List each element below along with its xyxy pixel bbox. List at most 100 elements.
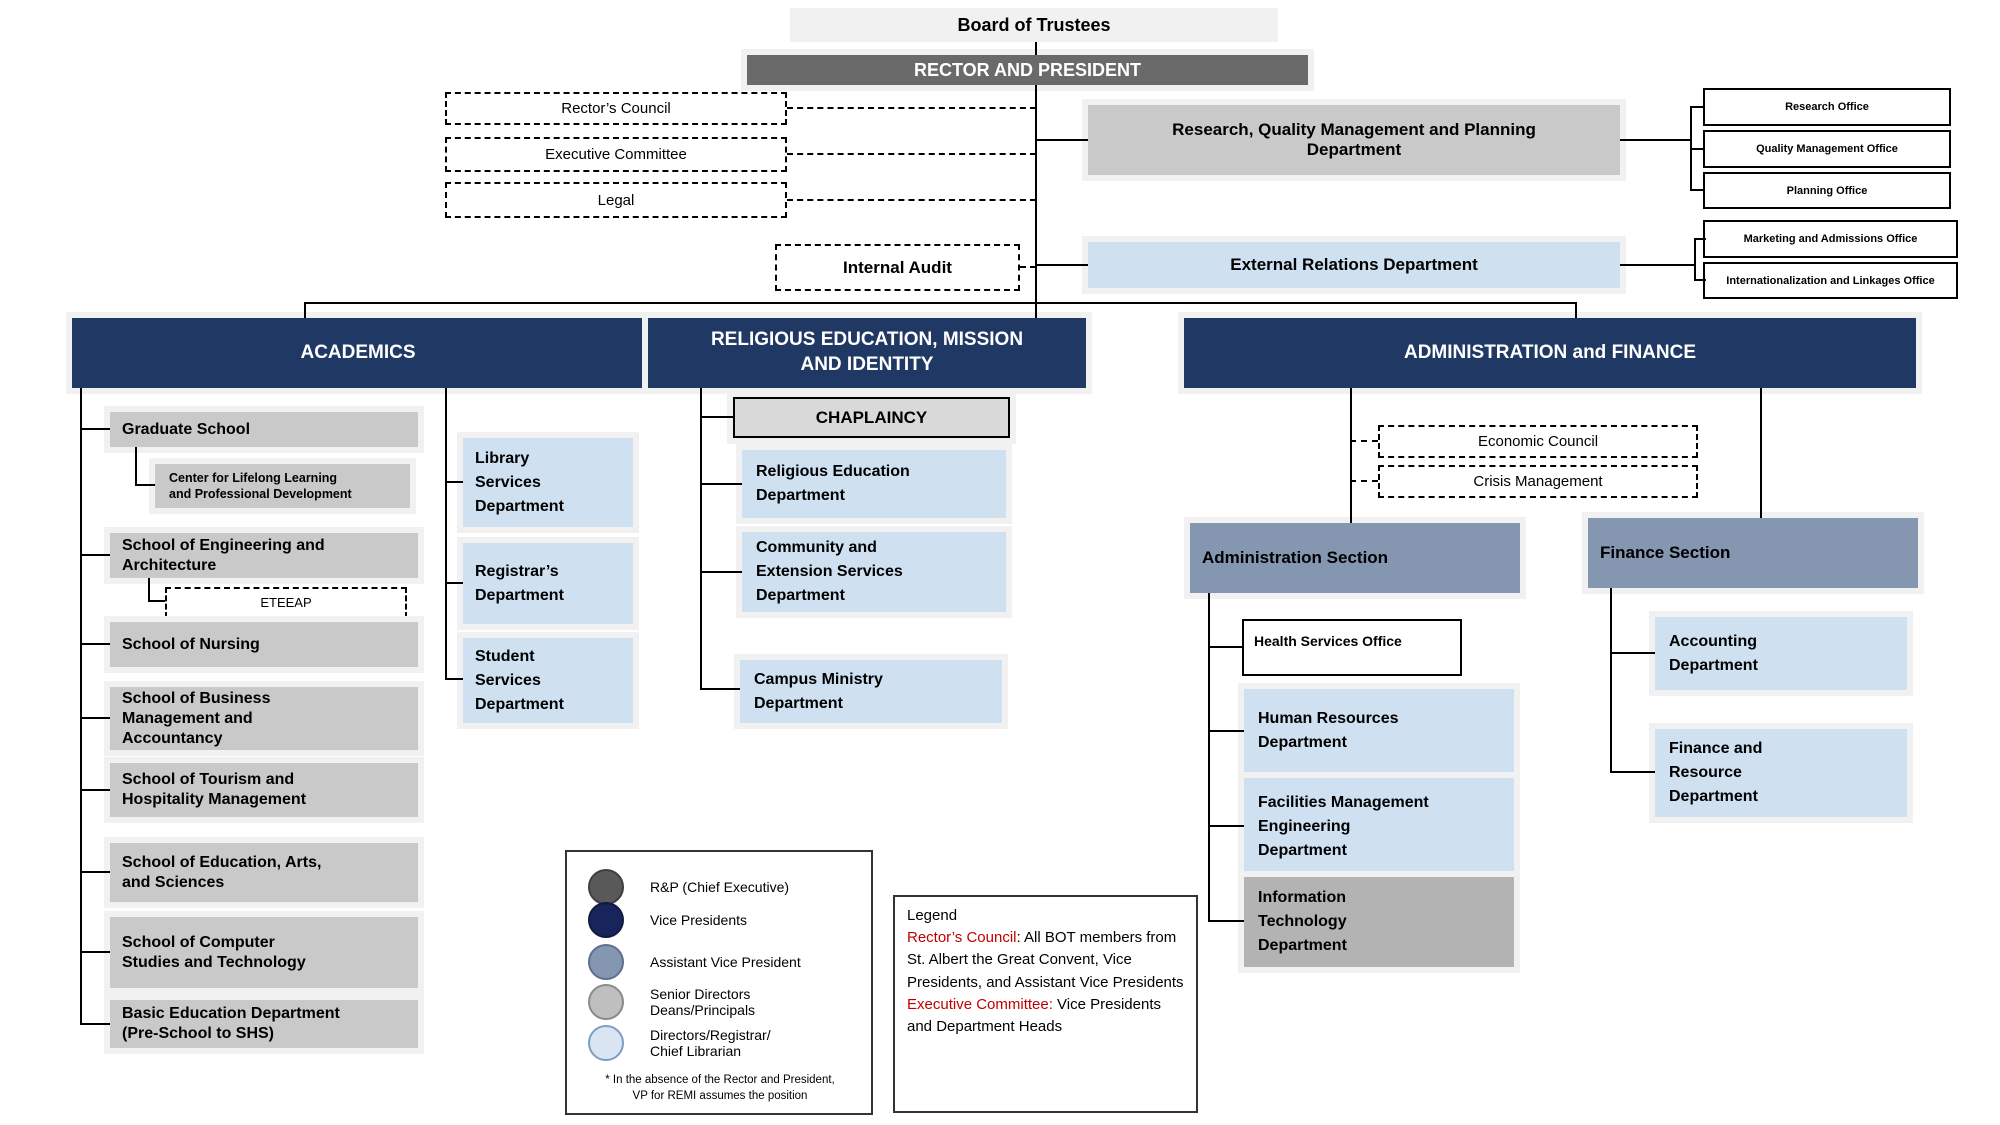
legend-role-row: Senior Directors Deans/Principals [588, 984, 755, 1020]
connector-line [1350, 388, 1352, 523]
connector-line [80, 789, 110, 791]
node-registrars-department: Registrar’s Department [463, 543, 633, 624]
node-school-computer-studies: School of Computer Studies and Technolog… [110, 917, 418, 988]
node-board-of-trustees: Board of Trustees [790, 8, 1278, 42]
node-chaplaincy: CHAPLAINCY [733, 397, 1010, 438]
connector-line [445, 582, 463, 584]
node-library-services-department: Library Services Department [463, 438, 633, 527]
legend-role-label: Senior Directors Deans/Principals [650, 986, 756, 1018]
connector-line [1036, 139, 1088, 141]
section-remi: RELIGIOUS EDUCATION, MISSION AND IDENTIT… [648, 318, 1086, 388]
legend-role-row: Assistant Vice President [588, 944, 801, 980]
node-executive-committee: Executive Committee [445, 137, 787, 172]
connector-line [80, 428, 110, 430]
node-basic-education-department: Basic Education Department (Pre-School t… [110, 1000, 418, 1048]
node-center-lifelong-learning: Center for Lifelong Learning and Profess… [155, 464, 410, 508]
legend-title: Legend [907, 907, 958, 924]
connector-line [80, 871, 110, 873]
connector-line [80, 554, 110, 556]
node-human-resources-department: Human Resources Department [1244, 689, 1514, 773]
node-finance-section: Finance Section [1588, 518, 1918, 588]
node-community-extension-department: Community and Extension Services Departm… [742, 532, 1006, 612]
connector-line [700, 483, 742, 485]
connector-line [1035, 85, 1037, 303]
connector-line [80, 388, 82, 1025]
connector-line [80, 951, 110, 953]
role-color-dot-rp [588, 869, 624, 905]
connector-line [1694, 238, 1706, 240]
connector-line [304, 302, 306, 318]
connector-line [304, 302, 1576, 304]
connector-line [700, 388, 702, 690]
node-health-services-office: Health Services Office [1242, 619, 1462, 676]
connector-line [700, 571, 742, 573]
connector-line [1208, 646, 1242, 648]
node-campus-ministry-department: Campus Ministry Department [740, 660, 1002, 723]
legend-role-label: Directors/Registrar/ Chief Librarian [650, 1027, 771, 1059]
connector-line [1620, 139, 1690, 141]
node-planning-office: Planning Office [1703, 172, 1951, 209]
node-school-tourism-hospitality: School of Tourism and Hospitality Manage… [110, 763, 418, 817]
node-finance-resource-department: Finance and Resource Department [1655, 729, 1907, 817]
section-academics: ACADEMICS [72, 318, 644, 388]
connector-line [445, 678, 463, 680]
connector-line [1575, 302, 1577, 318]
connector-line [1035, 42, 1037, 55]
connector-line [135, 484, 155, 486]
node-crisis-management: Crisis Management [1378, 465, 1698, 498]
connector-line [1610, 652, 1655, 654]
connector-line [1208, 825, 1244, 827]
node-rector-and-president: RECTOR AND PRESIDENT [747, 55, 1308, 85]
legend-role-label: Assistant Vice President [650, 954, 801, 970]
connector-line [1208, 593, 1210, 922]
connector-line [700, 416, 733, 418]
connector-line [1694, 279, 1706, 281]
connector-line [148, 600, 165, 602]
connector-line [700, 688, 740, 690]
node-school-engineering-architecture: School of Engineering and Architecture [110, 533, 418, 578]
node-school-business-management: School of Business Management and Accoun… [110, 687, 418, 750]
node-internal-audit: Internal Audit [775, 244, 1020, 291]
node-student-services-department: Student Services Department [463, 638, 633, 723]
connector-line [1690, 106, 1703, 108]
connector-line [80, 717, 110, 719]
node-facilities-management-department: Facilities Management Engineering Depart… [1244, 778, 1514, 875]
legend-rectors-council-term: Rector’s Council [907, 929, 1017, 947]
role-color-dot-directors [588, 1025, 624, 1061]
connector-line [80, 1023, 110, 1025]
connector-line [135, 447, 137, 486]
node-accounting-department: Accounting Department [1655, 617, 1907, 690]
node-quality-management-office: Quality Management Office [1703, 130, 1951, 168]
connector-line [1620, 264, 1694, 266]
role-color-dot-avp [588, 944, 624, 980]
connector-line [787, 107, 1036, 109]
connector-line [1035, 302, 1037, 318]
node-information-technology-department: Information Technology Department [1244, 877, 1514, 967]
node-marketing-admissions-office: Marketing and Admissions Office [1703, 220, 1958, 258]
role-color-dot-vp [588, 902, 624, 938]
connector-line [1036, 264, 1088, 266]
connector-line [787, 199, 1036, 201]
legend-executive-committee-desc: Vice Presidents and Department Heads [907, 995, 1162, 1035]
node-eteeap: ETEEAP [165, 587, 407, 618]
connector-line [1020, 266, 1036, 268]
node-internationalization-linkages-office: Internationalization and Linkages Office [1703, 262, 1958, 299]
role-color-dot-senior-directors [588, 984, 624, 1020]
node-graduate-school: Graduate School [110, 412, 418, 447]
legend-role-row: Vice Presidents [588, 902, 747, 938]
node-research-office: Research Office [1703, 88, 1951, 126]
legend-rectors-council-entry: Rector’s Council: All BOT members from S… [907, 927, 1184, 994]
legend-executive-committee-term: Executive Committee: [907, 995, 1053, 1013]
connector-line [1610, 771, 1655, 773]
legend-footnote: * In the absence of the Rector and Presi… [605, 1074, 835, 1103]
legend-role-row: Directors/Registrar/ Chief Librarian [588, 1025, 771, 1061]
connector-line [148, 578, 150, 602]
connector-line [1760, 388, 1762, 518]
legend-executive-committee-entry: Executive Committee: Vice Presidents and… [907, 994, 1184, 1038]
node-economic-council: Economic Council [1378, 425, 1698, 458]
node-research-qmp-department: Research, Quality Management and Plannin… [1088, 105, 1620, 175]
legend-text-box: Legend Rector’s Council: All BOT members… [893, 895, 1198, 1113]
node-legal: Legal [445, 182, 787, 218]
connector-line [1694, 238, 1696, 281]
